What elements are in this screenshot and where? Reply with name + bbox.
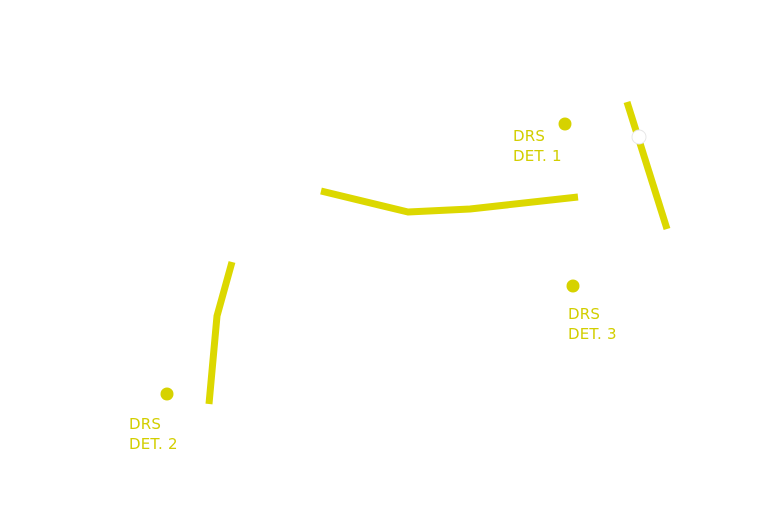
- drs-zone-left-straight: [205, 261, 236, 405]
- drs-detection-label-3: DRS DET. 3: [568, 304, 617, 344]
- drs-detection-label-2-line1: DRS: [129, 415, 162, 433]
- drs-detection-marker-1-icon: [558, 117, 572, 131]
- timing-point-icon: [631, 129, 647, 145]
- drs-detection-label-2: DRS DET. 2: [129, 414, 178, 454]
- drs-zone-main-straight: [320, 187, 579, 216]
- drs-zone-right-straight: [623, 100, 671, 231]
- drs-detection-label-3-line2: DET. 3: [568, 325, 617, 343]
- drs-detection-label-3-line1: DRS: [568, 305, 601, 323]
- drs-detection-marker-3-icon: [566, 279, 580, 293]
- drs-detection-label-2-line2: DET. 2: [129, 435, 178, 453]
- drs-detection-marker-2-icon: [160, 387, 174, 401]
- drs-detection-label-1-line1: DRS: [513, 127, 546, 145]
- drs-detection-label-1: DRS DET. 1: [513, 126, 562, 166]
- drs-detection-label-1-line2: DET. 1: [513, 147, 562, 165]
